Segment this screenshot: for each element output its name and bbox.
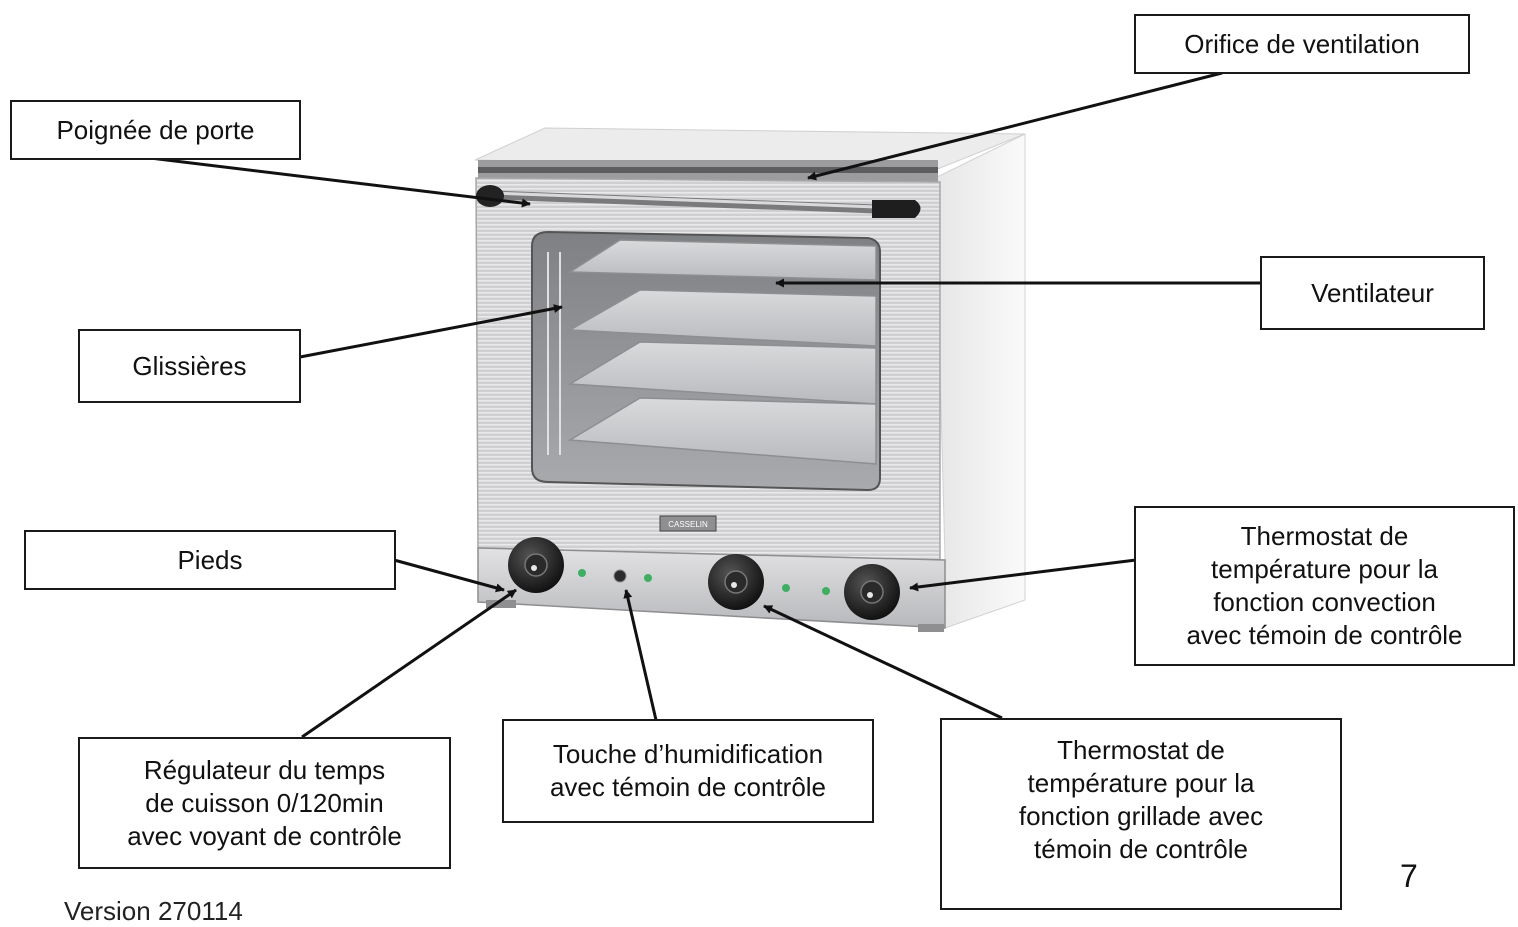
indicator-light <box>578 569 586 577</box>
indicator-light <box>782 584 790 592</box>
tray-2 <box>567 289 877 347</box>
indicator-light <box>644 574 652 582</box>
callout-text: Orifice de ventilation <box>1184 28 1420 59</box>
handle-left-cap <box>476 185 504 207</box>
callout-regulateur-temps: Régulateur du temps de cuisson 0/120min … <box>78 737 451 869</box>
callout-pieds: Pieds <box>24 530 396 590</box>
callout-text: Poignée de porte <box>56 114 255 145</box>
oven-illustration: CASSELIN <box>474 127 1026 632</box>
callout-line: température pour la <box>1027 768 1255 798</box>
oven-foot <box>486 600 516 608</box>
callout-text: Pieds <box>177 544 243 575</box>
callout-line: température pour la <box>1211 554 1438 584</box>
callout-line: Régulateur du temps <box>143 754 386 785</box>
leader-thermo-convection <box>909 558 1137 592</box>
handle-right-cap <box>872 200 921 218</box>
oven-foot <box>918 624 944 632</box>
leader-lines <box>149 71 1262 739</box>
brand-plate <box>659 515 717 532</box>
leader-thermo-grillade <box>763 604 1003 720</box>
leader-glissieres <box>299 304 563 359</box>
tray-3 <box>567 341 877 405</box>
oven-side-panel <box>934 133 1026 629</box>
callout-line: témoin de contrôle <box>1034 834 1248 864</box>
callout-thermostat-grillade: Thermostat de température pour la foncti… <box>940 718 1342 910</box>
callout-orifice-ventilation: Orifice de ventilation <box>1134 14 1470 74</box>
convection-thermostat-knob <box>844 564 900 620</box>
callout-line: fonction grillade avec <box>1018 801 1264 831</box>
leader-orifice <box>807 71 1223 181</box>
callout-ventilateur: Ventilateur <box>1260 256 1485 330</box>
callout-line: avec témoin de contrôle <box>1186 620 1463 650</box>
callout-line: de cuisson 0/120min <box>145 787 384 818</box>
callout-touche-humidification: Touche d’humidification avec témoin de c… <box>502 719 874 823</box>
tray-1 <box>567 239 877 281</box>
callout-poignee-porte: Poignée de porte <box>10 100 301 160</box>
humidification-button <box>613 569 627 583</box>
callout-line: avec voyant de contrôle <box>127 820 402 851</box>
callout-line: fonction convection <box>1213 587 1436 617</box>
page-number: 7 <box>1400 858 1418 894</box>
callout-thermostat-convection: Thermostat de température pour la foncti… <box>1134 506 1515 666</box>
rack-rails <box>547 252 561 455</box>
callout-line: Thermostat de <box>1240 521 1409 551</box>
leader-touche <box>623 589 658 721</box>
indicator-light <box>822 587 830 595</box>
callout-line: avec témoin de contrôle <box>549 772 827 802</box>
callout-line: Touche d’humidification <box>552 739 824 769</box>
callout-line: Thermostat de <box>1057 735 1225 765</box>
callout-text: Glissières <box>132 350 247 381</box>
tray-4 <box>567 397 877 465</box>
callout-text: Ventilateur <box>1311 277 1434 308</box>
callout-glissieres: Glissières <box>78 329 301 403</box>
leader-pieds <box>393 558 505 593</box>
door-handle <box>487 190 910 215</box>
leader-poignee <box>149 156 531 208</box>
leader-regulateur <box>301 588 517 739</box>
grill-thermostat-knob <box>708 554 764 610</box>
timer-knob <box>508 537 564 593</box>
brand-plate-text: CASSELIN <box>668 520 708 529</box>
